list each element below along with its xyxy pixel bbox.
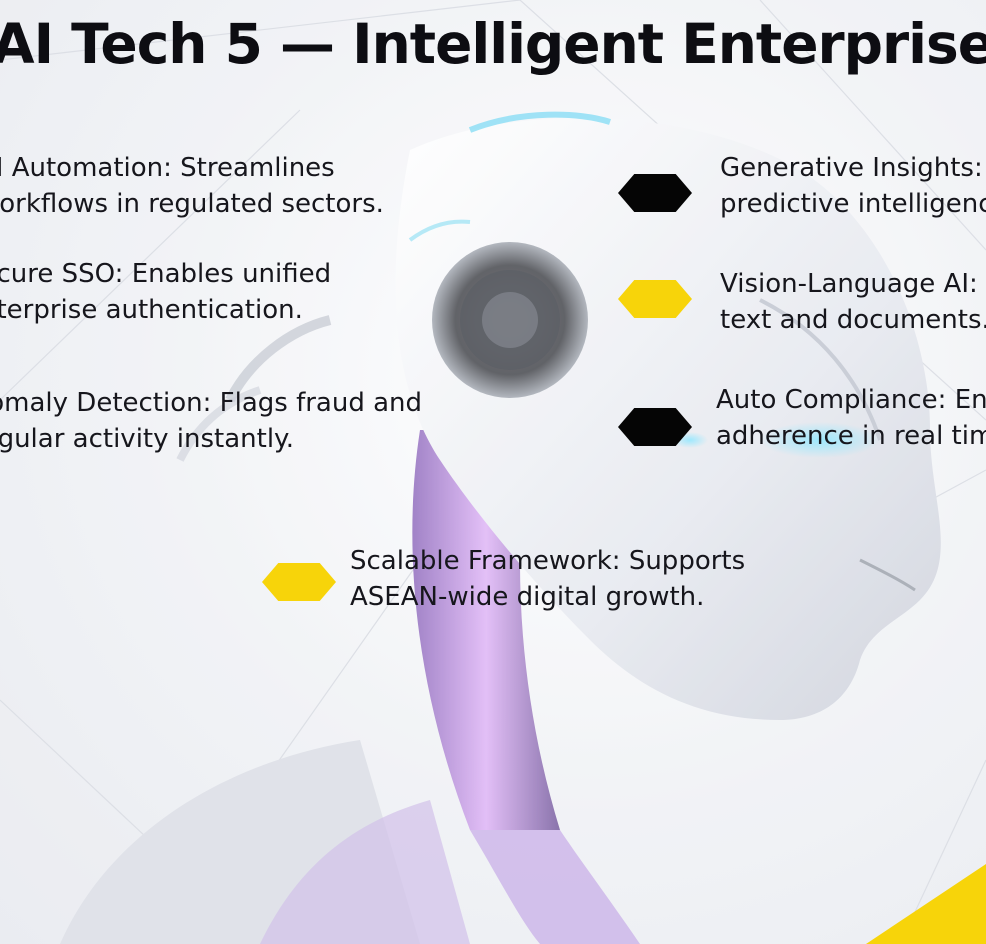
marker-scalable-framework (262, 563, 336, 601)
feature-line: Secure SSO: Enables unified (0, 259, 332, 289)
feature-line: enterprise authentication. (0, 295, 303, 325)
marker-auto-compliance (618, 408, 692, 446)
marker-vision-language (618, 280, 692, 318)
feature-line: irregular activity instantly. (0, 424, 294, 454)
feature-line: workflows in regulated sectors. (0, 189, 384, 219)
feature-line: text and documents. (720, 305, 986, 335)
feature-auto-compliance: Auto Compliance: Ensures adherence in re… (716, 382, 986, 454)
feature-line: Auto Compliance: Ensures (716, 385, 986, 415)
feature-vision-language: Vision-Language AI: Understands text and… (720, 266, 986, 338)
feature-line: predictive intelligence. (720, 189, 986, 219)
page-title: AI Tech 5 — Intelligent Enterprise AI (0, 12, 986, 76)
feature-line: Generative Insights: Delivers (720, 153, 986, 183)
feature-line: adherence in real time. (716, 421, 986, 451)
feature-line: Vision-Language AI: Understands (720, 269, 986, 299)
feature-line: Scalable Framework: Supports (350, 546, 746, 576)
marker-generative-insights (618, 174, 692, 212)
feature-generative-insights: Generative Insights: Delivers predictive… (720, 150, 986, 222)
feature-line: AI Automation: Streamlines (0, 153, 335, 183)
feature-scalable-framework: Scalable Framework: Supports ASEAN-wide … (350, 543, 745, 615)
feature-ai-automation: AI Automation: Streamlines workflows in … (0, 150, 384, 222)
feature-line: Anomaly Detection: Flags fraud and (0, 388, 422, 418)
feature-secure-sso: Secure SSO: Enables unified enterprise a… (0, 256, 331, 328)
feature-anomaly-detection: Anomaly Detection: Flags fraud and irreg… (0, 385, 422, 457)
feature-line: ASEAN-wide digital growth. (350, 582, 705, 612)
